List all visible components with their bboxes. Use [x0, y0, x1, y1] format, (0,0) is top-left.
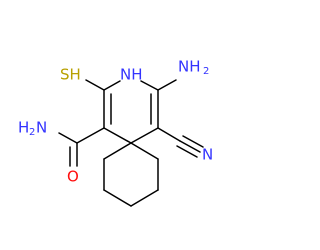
- bond-c3-n2: [103, 80, 121, 91]
- bond-ch2e-spiro: [103, 142, 132, 160]
- bond-nitrile-triple-1: [179, 140, 201, 153]
- bond-c3-s: [85, 79, 105, 91]
- bond-c5-spiro: [130, 127, 159, 144]
- amide-n-label: N: [36, 119, 47, 137]
- bond-c4-amide-c: [76, 127, 105, 144]
- ring-nh-label: NH: [120, 66, 143, 84]
- bond-nitrile-triple-2: [182, 135, 204, 148]
- bond-nitrile-triple-3: [176, 145, 198, 158]
- bond-n2-c1: [140, 80, 159, 91]
- bond-ch2b-ch2c: [130, 189, 159, 207]
- amino-subscript: 2: [203, 66, 209, 77]
- amino-label: NH: [178, 58, 201, 76]
- bond-amide-c-n: [58, 132, 78, 144]
- label-layer: SH NH NH 2 H 2 N O N: [18, 58, 213, 186]
- bond-layer: [58, 79, 204, 207]
- amide-o-label: O: [67, 168, 79, 186]
- bond-ch2c-ch2d: [103, 189, 132, 207]
- molecule-structure: SH NH NH 2 H 2 N O N: [18, 58, 213, 207]
- bond-spiro-c4: [103, 127, 132, 144]
- bond-c1-nh2: [157, 79, 177, 91]
- thiol-label: SH: [60, 66, 81, 84]
- bond-c5-nitrile-c: [157, 127, 181, 142]
- amide-h-subscript: 2: [29, 127, 35, 138]
- amide-h-label: H: [18, 119, 29, 137]
- nitrile-n-label: N: [202, 146, 213, 164]
- bond-spiro-ch2a: [130, 142, 159, 160]
